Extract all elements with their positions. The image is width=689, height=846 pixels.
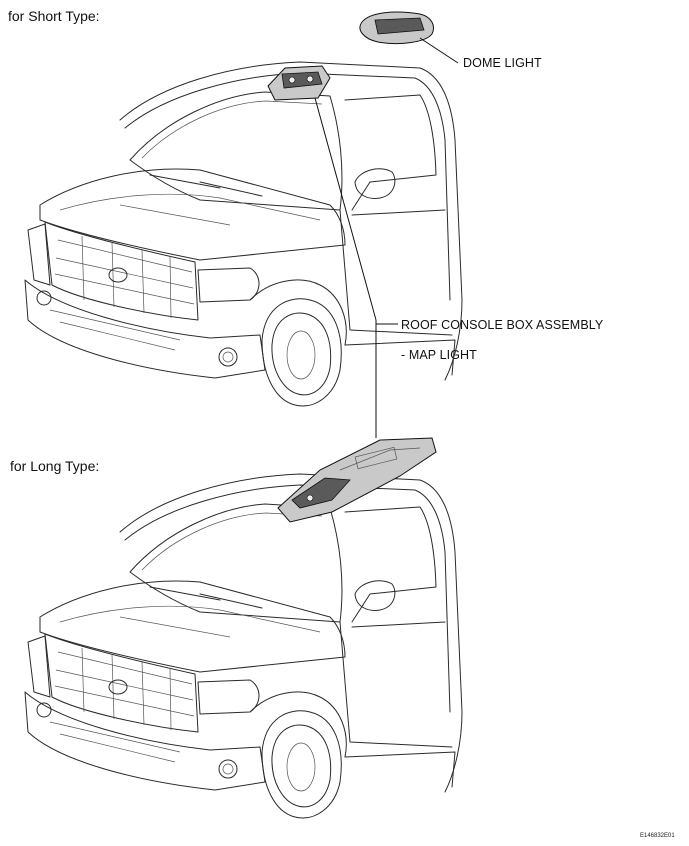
roof-console-short-leader (314, 97, 377, 321)
roof-console-long-part (277, 437, 437, 523)
map-light-label: - MAP LIGHT (401, 348, 477, 362)
truck-long-type (24, 473, 463, 819)
dome-light-part (359, 11, 434, 45)
long-type-heading: for Long Type: (10, 458, 100, 474)
short-type-heading: for Short Type: (8, 8, 100, 24)
dome-light-label: DOME LIGHT (463, 56, 542, 70)
truck-short-type (24, 61, 463, 407)
roof-console-label: ROOF CONSOLE BOX ASSEMBLY (401, 318, 604, 332)
roof-console-short-part (267, 65, 331, 101)
dome-light-leader (419, 37, 459, 64)
figure-code: E146832E01 (640, 833, 675, 839)
